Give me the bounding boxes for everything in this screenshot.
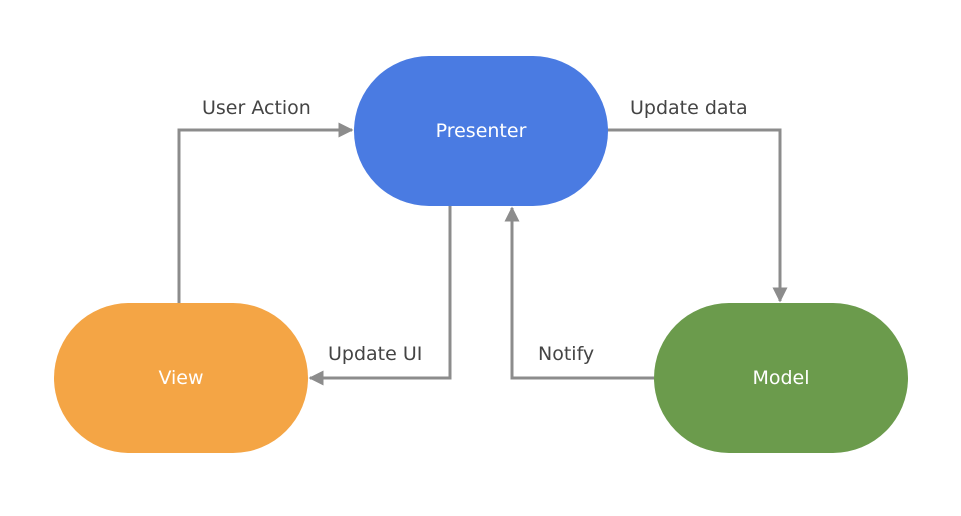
edge-update-data-line [606,128,788,303]
edge-user-action-line [177,122,354,303]
view-node: View [54,303,308,453]
edge-notify-line [504,206,654,380]
presenter-node: Presenter [354,56,608,206]
presenter-label: Presenter [435,120,527,142]
model-node: Model [654,303,908,453]
edge-label-notify: Notify [538,343,595,365]
model-label: Model [752,367,810,389]
edge-label-update-ui: Update UI [328,343,423,365]
edge-update-ui-line [308,206,452,386]
view-label: View [158,367,204,389]
edge-label-user-action: User Action [202,97,311,119]
edge-label-update-data: Update data [630,97,748,119]
